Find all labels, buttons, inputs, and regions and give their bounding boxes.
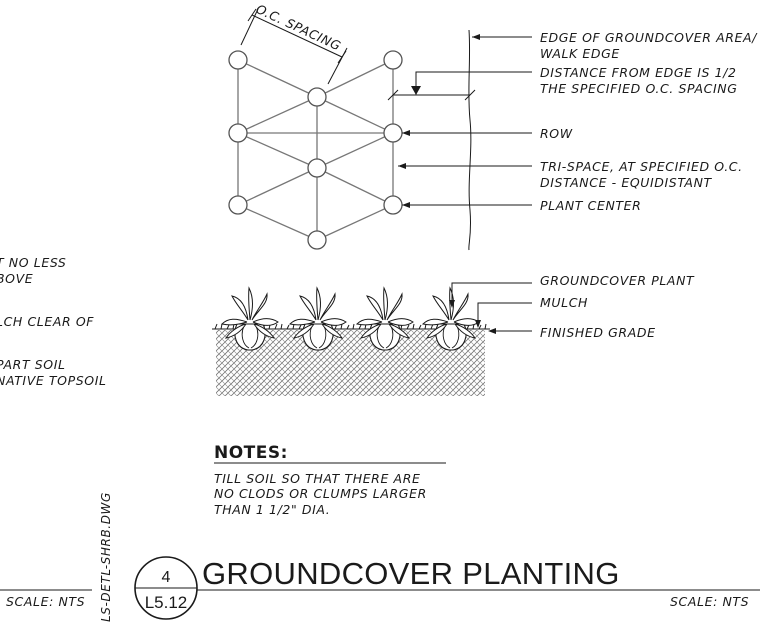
plant-center-node — [383, 195, 403, 215]
scale-right: SCALE: NTS — [670, 594, 749, 609]
plan-leaders — [398, 34, 532, 208]
distance-callout-line2: THE SPECIFIED O.C. SPACING — [540, 81, 738, 96]
plant-center-node — [228, 195, 248, 215]
oc-spacing-label: O.C. SPACING — [254, 1, 344, 53]
groundcover-edge-line — [468, 29, 472, 251]
left-note-line: LCH CLEAR OF — [0, 314, 94, 329]
notes-heading: NOTES: — [214, 443, 288, 463]
plant-center-node — [228, 50, 248, 70]
section-leaders — [449, 282, 532, 334]
left-note-line: T NO LESS — [0, 255, 66, 270]
plant-center-node — [307, 158, 327, 178]
left-note-line: BOVE — [0, 271, 33, 286]
file-name: LS-DETL-SHRB.DWG — [99, 492, 113, 622]
edge-callout-line2: WALK EDGE — [540, 46, 620, 61]
notes-line: NO CLODS OR CLUMPS LARGER — [214, 486, 427, 501]
detail-bubble: 4 L5.12 — [134, 556, 198, 620]
finished-grade-callout: FINISHED GRADE — [540, 325, 656, 340]
notes-line: TILL SOIL SO THAT THERE ARE — [214, 471, 420, 486]
scale-left: SCALE: NTS — [6, 594, 85, 609]
edge-callout-line1: EDGE OF GROUNDCOVER AREA/ — [540, 30, 758, 45]
notes-line: THAN 1 1/2" DIA. — [214, 502, 330, 517]
drawing-title: GROUNDCOVER PLANTING — [202, 556, 620, 591]
tri-space-callout-line2: DISTANCE - EQUIDISTANT — [540, 175, 713, 190]
detail-number: 4 — [162, 569, 171, 586]
plant-center-node — [228, 123, 248, 143]
plant-centers — [228, 50, 403, 250]
distance-callout-line1: DISTANCE FROM EDGE IS 1/2 — [540, 65, 737, 80]
spacing-grid — [237, 59, 394, 241]
groundcover-plant-callout: GROUNDCOVER PLANT — [540, 273, 695, 288]
oc-spacing-dimension: O.C. SPACING — [240, 1, 348, 85]
tri-space-callout-line1: TRI-SPACE, AT SPECIFIED O.C. — [540, 159, 743, 174]
left-note-line: PART SOIL — [0, 357, 66, 372]
mulch-callout: MULCH — [540, 295, 588, 310]
plant-center-node — [307, 230, 327, 250]
left-note-line: NATIVE TOPSOIL — [0, 373, 107, 388]
plant-center-node — [383, 50, 403, 70]
row-callout: ROW — [540, 126, 573, 141]
half-spacing-dimension — [387, 71, 532, 101]
plant-center-node — [383, 123, 403, 143]
plant-center-node — [307, 87, 327, 107]
plant-center-callout: PLANT CENTER — [540, 198, 641, 213]
sheet-number: L5.12 — [145, 593, 188, 612]
